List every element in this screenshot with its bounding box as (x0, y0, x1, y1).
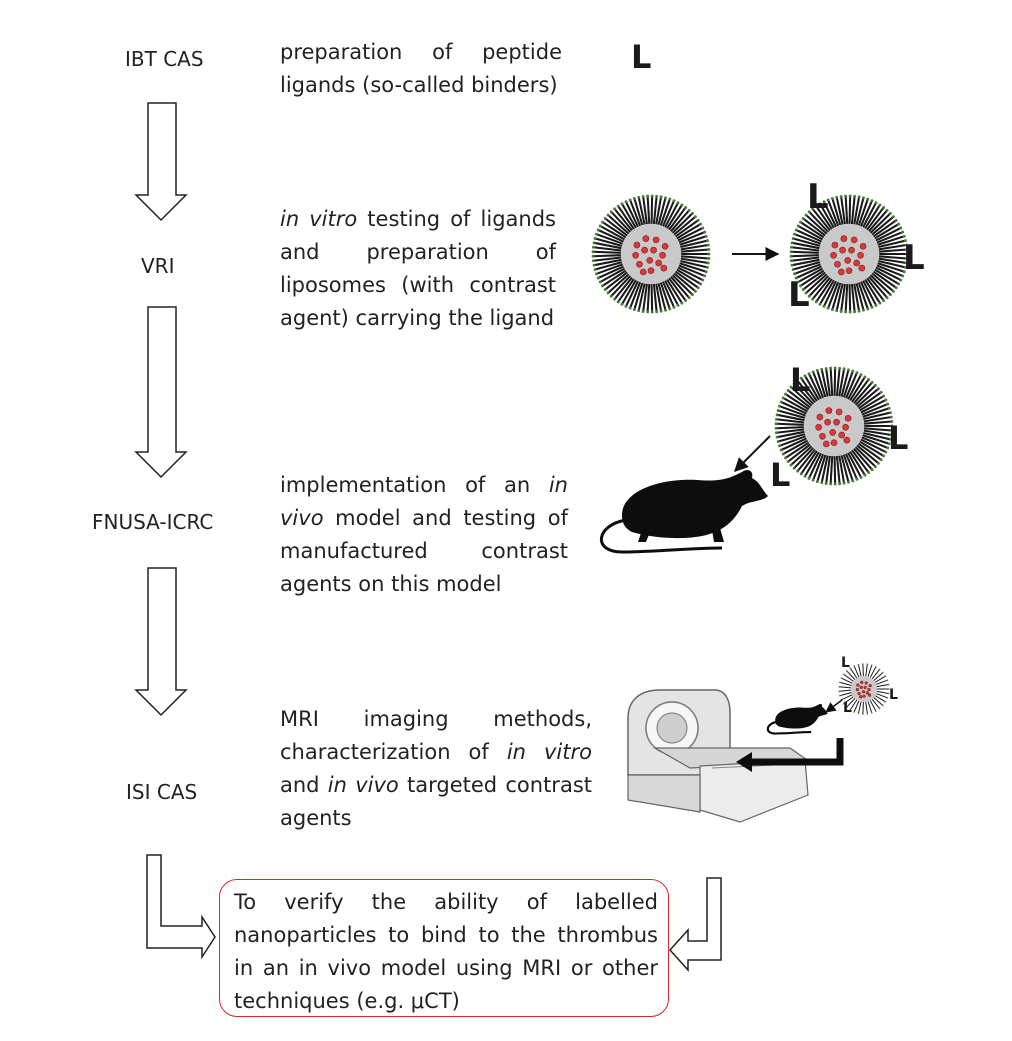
hollow-bend-arrow-icon (146, 854, 216, 960)
description-segment: preparation of peptide ligands (so-calle… (280, 40, 562, 97)
step-description-1: preparation of peptide ligands (so-calle… (280, 36, 562, 102)
ligand-liposome-icon (789, 194, 909, 314)
description-segment: model and testing of manufactured contra… (280, 506, 568, 596)
step-description-3: implementation of an in vivo model and t… (280, 469, 568, 601)
mouse-icon (600, 470, 768, 554)
description-segment: testing of ligands and preparation of li… (280, 207, 556, 330)
ligand-symbol: L (790, 361, 811, 399)
hollow-down-arrow-icon (134, 102, 188, 222)
ligand-symbol: L (841, 655, 850, 671)
step-description-4: MRI imaging methods, characterization of… (280, 703, 592, 835)
ligand-symbol: L (631, 38, 652, 76)
ligand-symbol: L (903, 238, 925, 278)
description-segment: in vitro (280, 207, 358, 231)
ligand-liposome-icon (774, 366, 894, 486)
ligand-liposome-icon (838, 663, 890, 715)
ligand-symbol: L (888, 419, 909, 457)
description-segment: in vivo (280, 473, 568, 530)
liposome-icon (591, 194, 711, 314)
ligand-symbol: L (889, 687, 898, 703)
institution-label-vri: VRI (141, 254, 175, 278)
ligand-symbol: L (843, 700, 852, 716)
description-segment: targeted contrast agents (280, 773, 592, 830)
mouse-icon (766, 704, 828, 735)
description-segment: implementation of an (280, 473, 549, 497)
hollow-bend-arrow-icon (668, 877, 722, 972)
institution-label-fnusa-icrc: FNUSA-ICRC (92, 510, 214, 534)
institution-label-isi-cas: ISI CAS (126, 780, 198, 804)
ligand-symbol: L (770, 456, 791, 494)
description-segment: and (280, 773, 328, 797)
description-segment: in vivo (327, 773, 399, 797)
hollow-down-arrow-icon (134, 306, 188, 479)
conclusion-box: To verify the ability of labelled nanopa… (219, 879, 669, 1017)
step-description-2: in vitro testing of ligands and preparat… (280, 203, 556, 335)
description-segment: MRI imaging methods, characterization of (280, 707, 592, 764)
institution-label-ibt-cas: IBT CAS (125, 47, 204, 71)
mri-scanner-icon (627, 689, 812, 823)
ligand-symbol: L (807, 177, 829, 217)
ligand-symbol: L (788, 275, 810, 315)
description-segment: in vitro (506, 740, 592, 764)
hollow-down-arrow-icon (134, 567, 188, 717)
